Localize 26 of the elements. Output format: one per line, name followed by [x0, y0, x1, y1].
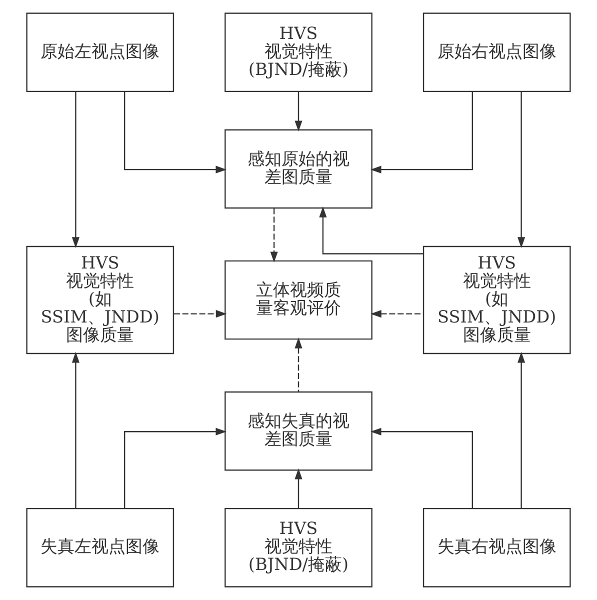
- arrow: [294, 468, 302, 508]
- arrow: [124, 428, 227, 508]
- node-box: 原始左视点图像: [26, 12, 174, 92]
- arrow: [518, 92, 526, 248]
- arrow: [124, 92, 227, 174]
- arrow: [518, 352, 526, 508]
- node-box: HVS 视觉特性 (BJND/掩蔽): [224, 12, 372, 92]
- node-box: 感知原始的视差图质量: [224, 129, 372, 209]
- arrow: [72, 92, 80, 248]
- arrow: [174, 310, 227, 318]
- arrow: [294, 338, 302, 392]
- node-box: HVS 视觉特性 (如 SSIM、JNDD) 图像质量: [26, 246, 174, 354]
- node-box: 立体视频质量客观评价: [224, 260, 372, 340]
- node-box: HVS 视觉特性 (如 SSIM、JNDD) 图像质量: [422, 246, 571, 354]
- arrow: [370, 310, 424, 318]
- arrow: [294, 92, 302, 132]
- arrow: [270, 208, 278, 263]
- arrow: [370, 92, 474, 174]
- node-box: 失真右视点图像: [422, 508, 571, 588]
- arrow: [319, 206, 424, 254]
- node-box: 失真左视点图像: [26, 508, 174, 588]
- node-box: HVS 视觉特性 (BJND/掩蔽): [224, 508, 372, 588]
- node-box: 原始右视点图像: [422, 12, 571, 92]
- arrow: [72, 352, 80, 508]
- node-box: 感知失真的视差图质量: [224, 391, 372, 471]
- arrow: [370, 428, 474, 508]
